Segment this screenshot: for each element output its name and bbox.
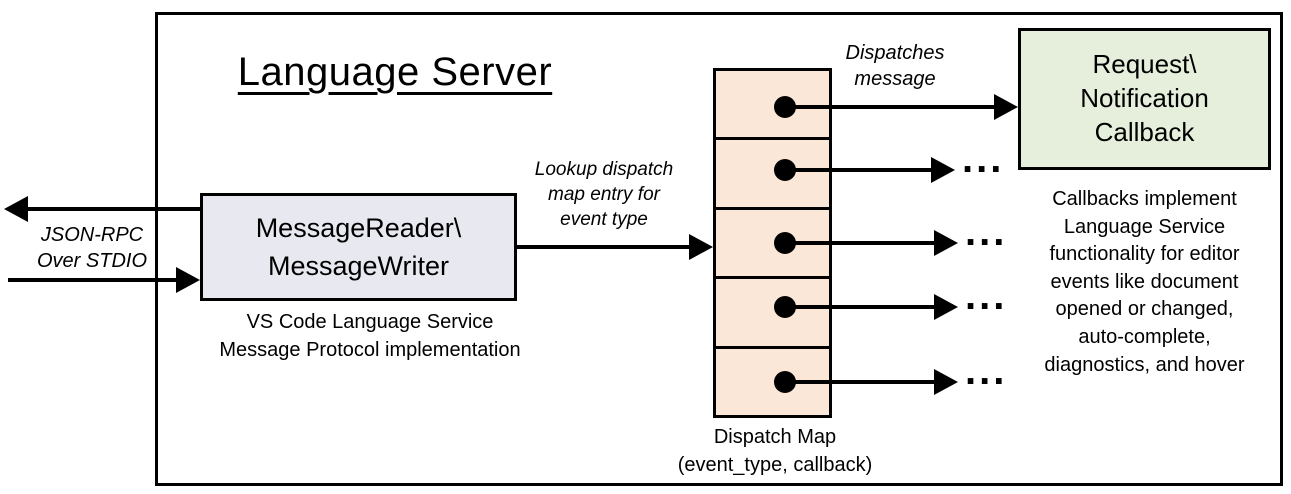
dispatches-message-label: Dispatches message	[845, 42, 945, 91]
lookup-arrowhead-icon	[689, 234, 713, 260]
callbacks-note: Callbacks implement Language Service fun…	[1044, 188, 1245, 376]
dispatch-map	[713, 68, 832, 418]
lookup-arrow-line	[517, 245, 692, 249]
stdio-in-arrowhead-icon	[176, 267, 200, 293]
dispatch-arrowhead-icon	[934, 294, 958, 320]
diagram-title: Language Server	[237, 50, 553, 94]
more-callbacks-ellipsis: ...	[965, 274, 1008, 318]
stdio-out-arrow-line	[24, 207, 200, 211]
dispatch-arrowhead-icon	[931, 157, 955, 183]
more-callbacks-ellipsis: ...	[962, 137, 1005, 181]
request-notification-callback-box: Request\ Notification Callback	[1018, 28, 1271, 170]
dispatch-arrow-line	[785, 241, 936, 245]
stdio-in-arrow-line	[8, 278, 178, 282]
more-callbacks-ellipsis: ...	[965, 210, 1008, 254]
stdio-label: JSON-RPC Over STDIO	[36, 224, 147, 273]
dispatch-arrowhead-icon	[934, 230, 958, 256]
stdio-out-arrowhead-icon	[4, 196, 28, 222]
dispatch-arrow-line	[785, 168, 933, 172]
dispatch-map-cell	[716, 279, 829, 349]
dispatch-arrowhead-icon	[934, 369, 958, 395]
dispatch-arrowhead-icon	[994, 94, 1018, 120]
lookup-label: Lookup dispatch map entry for event type	[534, 159, 674, 231]
dispatch-arrow-line	[785, 305, 936, 309]
more-callbacks-ellipsis: ...	[965, 349, 1008, 393]
message-reader-caption: VS Code Language Service Message Protoco…	[219, 311, 521, 361]
dispatch-map-cell	[716, 140, 829, 210]
dispatch-map-caption: Dispatch Map (event_type, callback)	[677, 426, 873, 476]
dispatch-arrow-line	[785, 380, 936, 384]
dispatch-arrow-line	[785, 105, 996, 109]
message-reader-writer-box: MessageReader\ MessageWriter	[200, 193, 517, 301]
